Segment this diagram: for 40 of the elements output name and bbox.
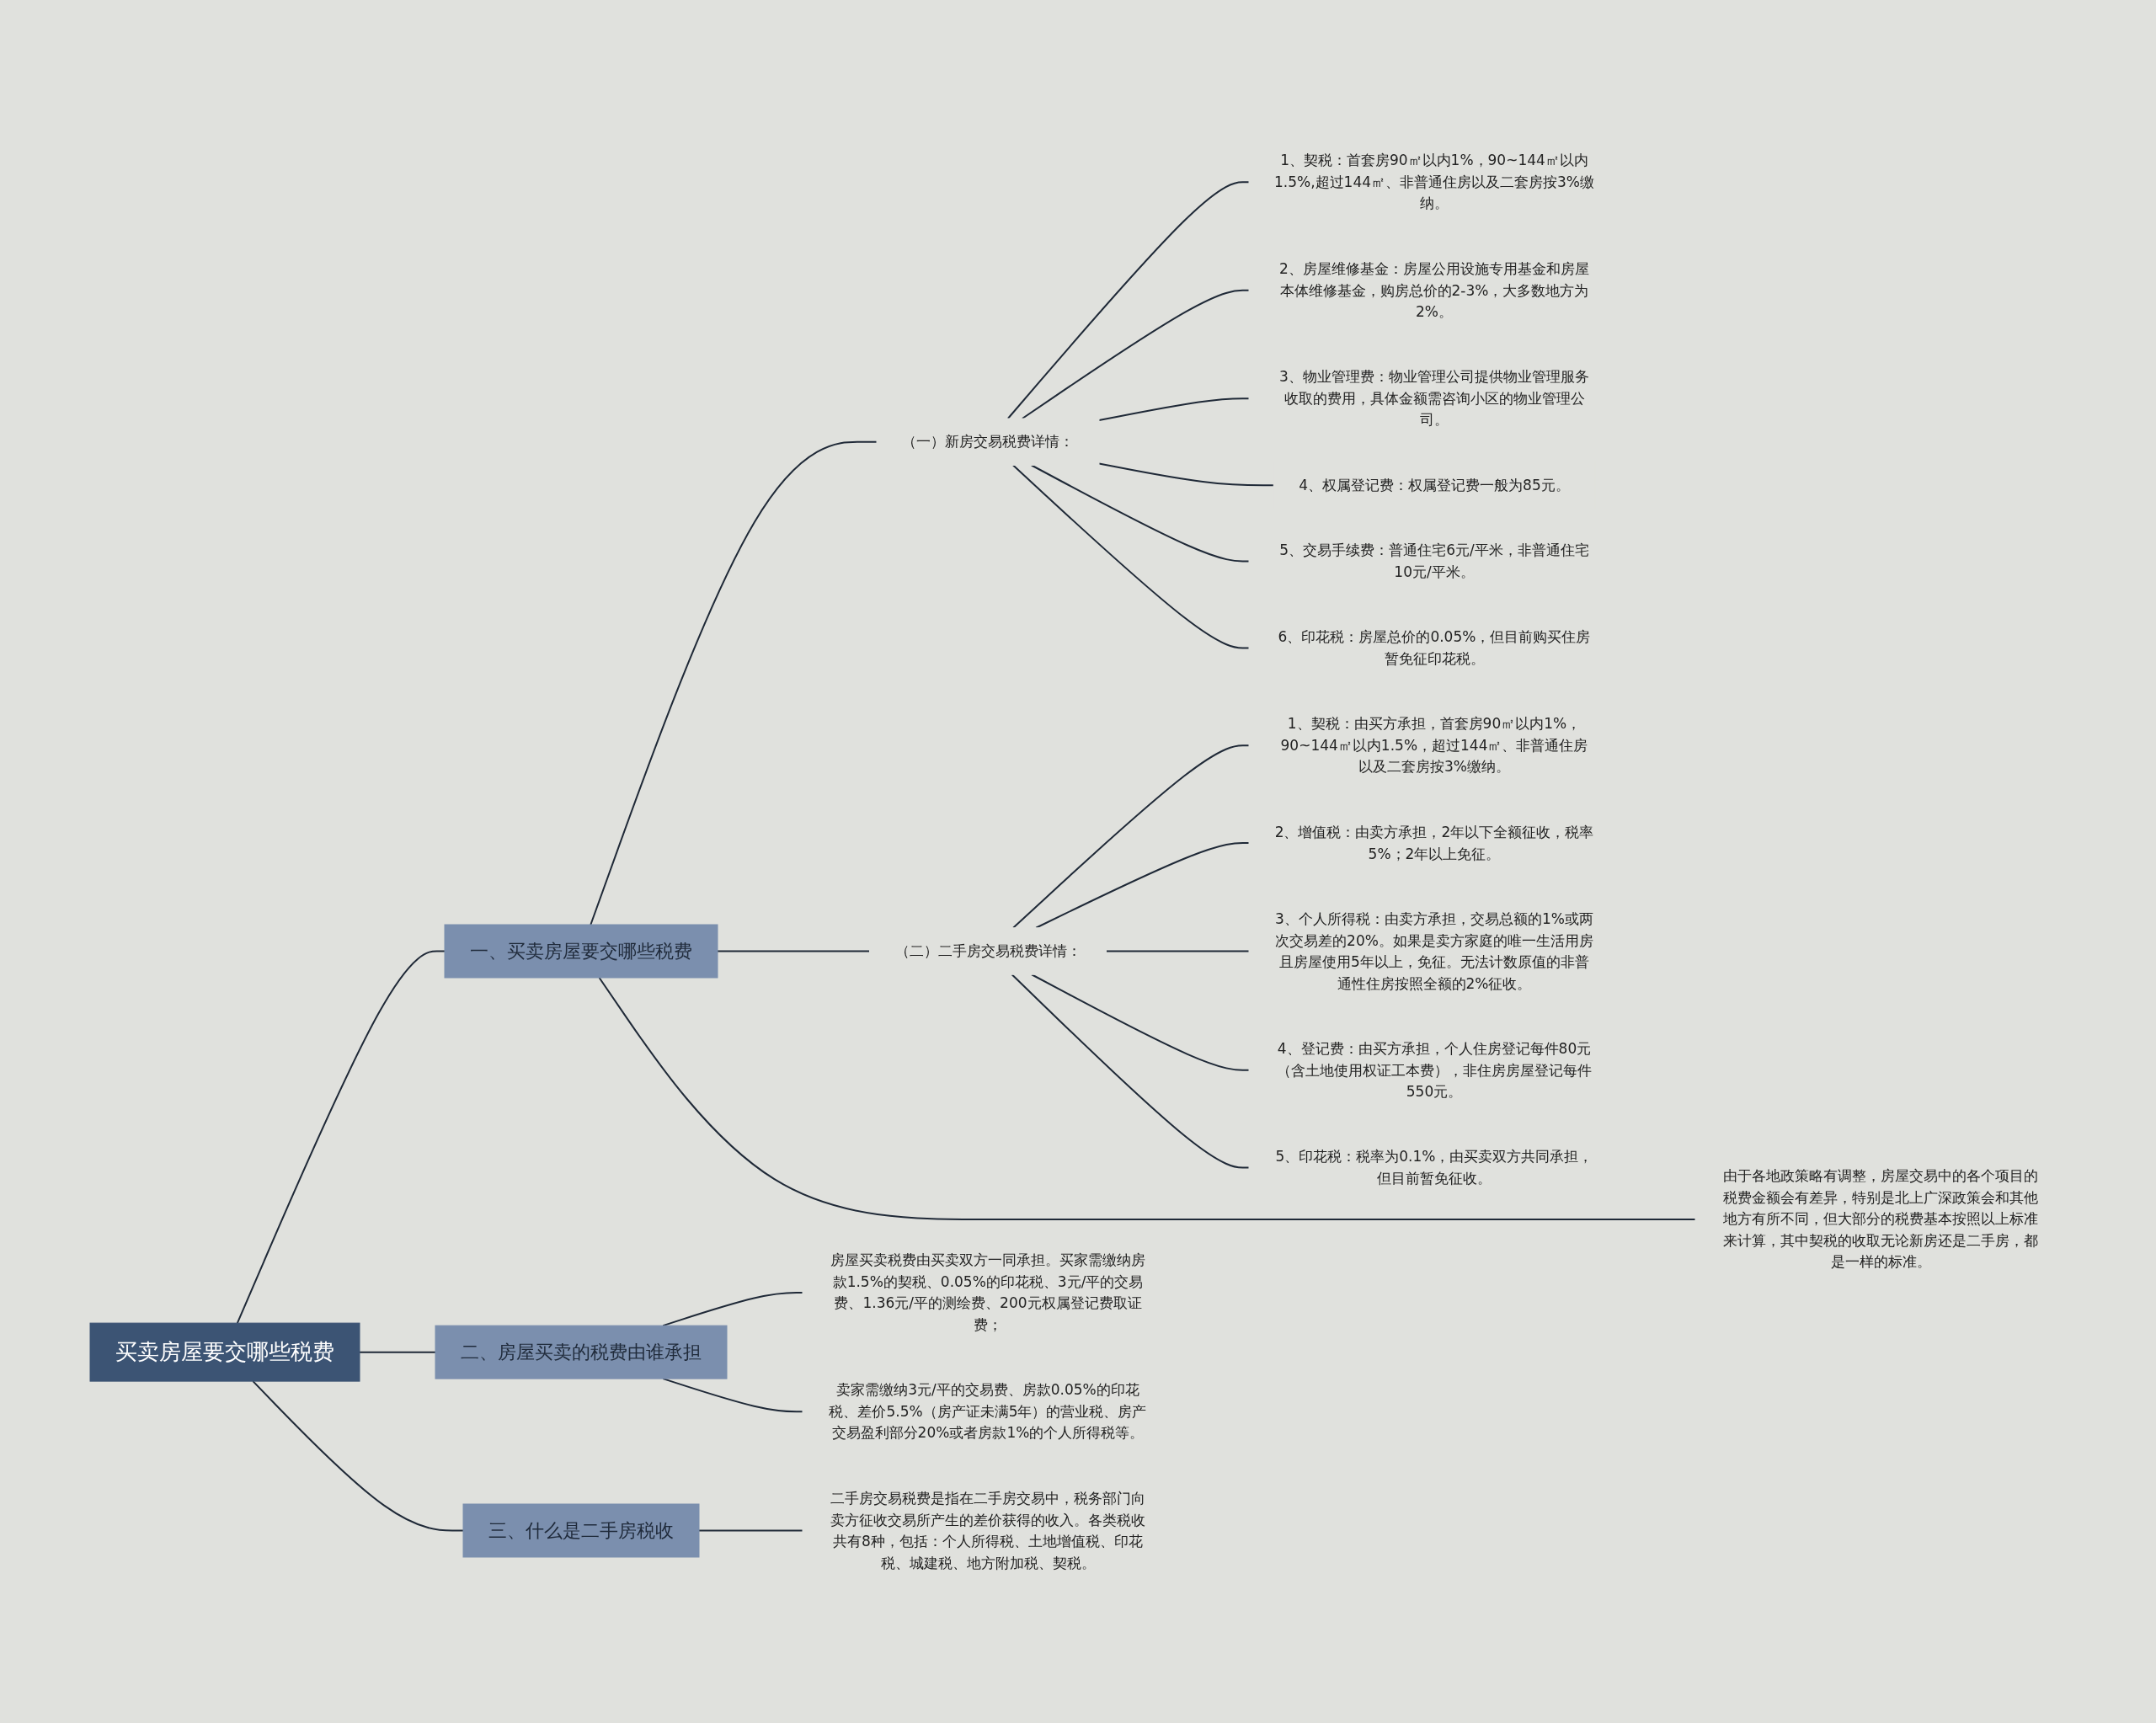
connector — [1035, 841, 1250, 929]
node-text: 1、契税：由买方承担，首套房90㎡以内1%，90~144㎡以内1.5%，超过144㎡、非普通住房以及二套房按3%缴纳。 — [1280, 714, 1588, 775]
connector — [1098, 462, 1275, 486]
node-text: 6、印花税：房屋总价的0.05%，但目前购买住房暂免征印花税。 — [1278, 627, 1591, 667]
connector — [590, 440, 878, 926]
node-text: （二）二手房交易税费详情： — [894, 942, 1081, 959]
connector — [252, 1379, 464, 1532]
connector — [1012, 464, 1250, 649]
connector — [598, 976, 1696, 1220]
connector — [662, 1377, 803, 1412]
connector — [717, 950, 871, 952]
node-text: 由于各地政策略有调整，房屋交易中的各个项目的税费金额会有差异，特别是北上广深政策会和其他地方有所不同，但大部分的税费基本按照以上标准来计算，其中契税的收取无论新房还是二手房，都是一样的标准。 — [1723, 1167, 2038, 1270]
node-text: 1、契税：首套房90㎡以内1%，90~144㎡以内1.5%,超过144㎡、非普通住房以及二套房按3%缴纳。 — [1274, 151, 1595, 211]
node-text: 3、个人所得税：由卖方承担，交易总额的1%或两次交易差的20%。如果是卖方家庭的唯一生活用房且房屋使用5年以上，免征。无法计数原值的非普通性住房按照全额的2%征收。 — [1275, 910, 1593, 991]
node-text: （一）新房交易税费详情： — [902, 432, 1074, 450]
connector — [236, 950, 446, 1324]
node-text: 房屋买卖税费由买卖双方一同承担。买家需缴纳房款1.5%的契税、0.05%的印花税、3元/平的交易费、1.36元/平的测绘费、200元权属登记费取证费； — [830, 1251, 1145, 1333]
connector — [1098, 397, 1250, 421]
node-text: 二手房交易税费是指在二手房交易中，税务部门向卖方征收交易所产生的差价获得的收入。各类税收共有8种，包括：个人所得税、土地增值税、印花税、城建税、地方附加税、契税。 — [830, 1489, 1145, 1571]
node-text: 5、交易手续费：普通住宅6元/平米，非普通住宅10元/平米。 — [1279, 541, 1589, 580]
connector — [1011, 974, 1250, 1169]
node-text: 5、印花税：税率为0.1%，由买卖双方共同承担，但目前暂免征收。 — [1275, 1147, 1593, 1187]
connector — [359, 1351, 436, 1353]
node-text: 4、权属登记费：权属登记费一般为85元。 — [1299, 476, 1570, 493]
connector — [1031, 974, 1250, 1071]
connector — [1006, 181, 1250, 419]
node-text: 3、物业管理费：物业管理公司提供物业管理服务收取的费用，具体金额需咨询小区的物业管理公司。 — [1279, 367, 1589, 428]
connector — [1021, 289, 1250, 419]
connector — [1012, 744, 1250, 929]
node-box: 二、房屋买卖的税费由谁承担 — [435, 1325, 728, 1379]
node-text: 2、增值税：由卖方承担，2年以下全额征收，税率5%；2年以上免征。 — [1274, 823, 1594, 862]
node-box: 三、什么是二手房税收 — [462, 1503, 700, 1558]
node-text: 2、房屋维修基金：房屋公用设施专用基金和房屋本体维修基金，购房总价的2-3%，大多数地方为2%。 — [1279, 259, 1589, 320]
node-text: 4、登记费：由买方承担，个人住房登记每件80元（含土地使用权证工本费），非住房房屋登记每件550元。 — [1277, 1039, 1592, 1100]
node-box: 买卖房屋要交哪些税费 — [89, 1322, 360, 1382]
connector — [698, 1529, 803, 1532]
node-text: 卖家需缴纳3元/平的交易费、房款0.05%的印花税、差价5.5%（房产证未满5年）的营业税、房产交易盈利部分20%或者房款1%的个人所得税等。 — [829, 1380, 1147, 1441]
connector — [1030, 464, 1250, 563]
node-box: 一、买卖房屋要交哪些税费 — [444, 924, 718, 979]
connector — [1105, 950, 1250, 952]
